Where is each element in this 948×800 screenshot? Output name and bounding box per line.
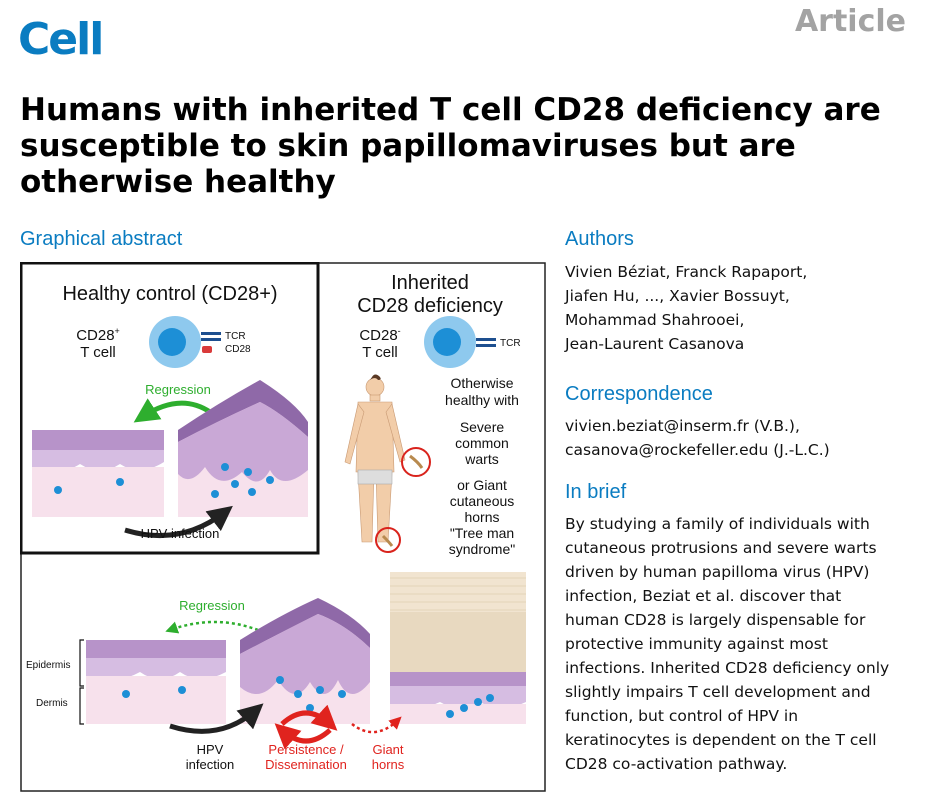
regression-top-label: Regression: [145, 382, 211, 397]
author-line: Jiafen Hu, ..., Xavier Bossuyt,: [565, 287, 790, 305]
t-cell-label: T cell: [80, 344, 116, 361]
authors-heading: Authors: [565, 228, 634, 250]
in-brief-line: function, but control of HPV in: [565, 707, 799, 725]
correspondence-email[interactable]: vivien.beziat@inserm.fr (V.B.),: [565, 417, 800, 435]
dermis-bracket: [79, 687, 84, 725]
cd28-neg-t-cell-icon: [424, 316, 496, 368]
in-brief-line: driven by human papilloma virus (HPV): [565, 563, 870, 581]
persistence-line2: Dissemination: [265, 757, 347, 772]
healthy-panel-title: Healthy control (CD28+): [62, 283, 277, 305]
author-line: Vivien Béziat, Franck Rapaport,: [565, 263, 808, 281]
cd28-neg-label: CD28-: [359, 326, 400, 344]
tcr-neg-label: TCR: [500, 338, 521, 349]
cd28-receptor-label: CD28: [225, 344, 251, 355]
patient-figure-icon: [344, 374, 406, 543]
epidermis-label: Epidermis: [26, 660, 70, 671]
hpv-bottom-line2: infection: [186, 757, 234, 772]
hpv-bottom-line1: HPV: [197, 742, 224, 757]
giant-horns-line1: Giant: [372, 742, 403, 757]
graphical-abstract-figure: Healthy control (CD28+) CD28+ T cell TCR…: [20, 262, 546, 792]
correspondence-heading: Correspondence: [565, 383, 713, 405]
in-brief-line: human CD28 is largely dispensable for: [565, 611, 866, 629]
severe-line-2: common: [455, 435, 509, 451]
giant-line-4: "Tree man: [450, 525, 514, 541]
in-brief-text: By studying a family of individuals with…: [565, 512, 935, 776]
in-brief-line: CD28 co-activation pathway.: [565, 755, 788, 773]
hpv-infection-arrow: [124, 505, 233, 538]
t-cell-neg-label: T cell: [362, 344, 398, 361]
hand-wart-circle: [401, 447, 431, 477]
giant-horn-skin: [390, 572, 526, 724]
healthy-skin-bottom: [86, 640, 226, 724]
article-type-label: Article: [794, 4, 906, 39]
in-brief-line: By studying a family of individuals with: [565, 515, 870, 533]
in-brief-line: infections. Inherited CD28 deficiency on…: [565, 659, 890, 677]
wart-skin-top: [178, 380, 308, 517]
in-brief-heading: In brief: [565, 481, 627, 503]
healthy-skin-left: [32, 430, 164, 517]
graphical-abstract-heading: Graphical abstract: [20, 228, 183, 250]
in-brief-line: protective immunity against most: [565, 635, 828, 653]
in-brief-line: cutaneous protrusions and severe warts: [565, 539, 877, 557]
giant-line-3: horns: [464, 509, 499, 525]
foot-wart-circle: [375, 527, 401, 553]
healthy-panel-border: [20, 262, 320, 555]
in-brief-line: slightly impairs T cell development and: [565, 683, 871, 701]
correspondence-email[interactable]: casanova@rockefeller.edu (J.-L.C.): [565, 441, 830, 459]
in-brief-line: keratinocytes is dependent on the T cell: [565, 731, 877, 749]
correspondence-list: vivien.beziat@inserm.fr (V.B.), casanova…: [565, 414, 935, 462]
severe-line-1: Severe: [460, 419, 505, 435]
dermis-label: Dermis: [36, 698, 68, 709]
regression-bottom-label: Regression: [179, 598, 245, 613]
giant-line-2: cutaneous: [450, 493, 515, 509]
wart-skin-bottom: [240, 598, 370, 724]
hpv-infection-bottom-arrow: [169, 703, 264, 734]
cd28-pos-label: CD28+: [76, 326, 120, 344]
giant-horns-arrow: [351, 716, 402, 734]
author-line: Jean-Laurent Casanova: [565, 335, 745, 353]
in-brief-line: infection, Beziat et al. discover that: [565, 587, 842, 605]
epidermis-bracket: [79, 639, 84, 687]
deficiency-title-line1: Inherited: [391, 272, 469, 294]
persistence-arrow-bottom: [274, 723, 332, 750]
persistence-line1: Persistence /: [268, 742, 344, 757]
author-line: Mohammad Shahrooei,: [565, 311, 745, 329]
cd28-pos-t-cell-icon: [149, 316, 221, 368]
otherwise-line-2: healthy with: [445, 392, 519, 408]
deficiency-title-line2: CD28 deficiency: [357, 295, 503, 317]
tcr-label: TCR: [225, 331, 246, 342]
giant-line-5: syndrome": [449, 541, 515, 557]
persistence-arrow-top: [280, 704, 338, 731]
otherwise-line-1: Otherwise: [450, 375, 513, 391]
hpv-infection-top-label: HPV infection: [141, 526, 220, 541]
regression-arrow: [133, 398, 212, 423]
regression-bottom-arrow: [165, 620, 259, 634]
severe-line-3: warts: [464, 451, 498, 467]
giant-line-1: or Giant: [457, 477, 507, 493]
article-title: Humans with inherited T cell CD28 defici…: [20, 92, 881, 200]
authors-list: Vivien Béziat, Franck Rapaport, Jiafen H…: [565, 260, 935, 356]
journal-logo: Cell: [18, 14, 104, 65]
giant-horns-line2: horns: [372, 757, 405, 772]
